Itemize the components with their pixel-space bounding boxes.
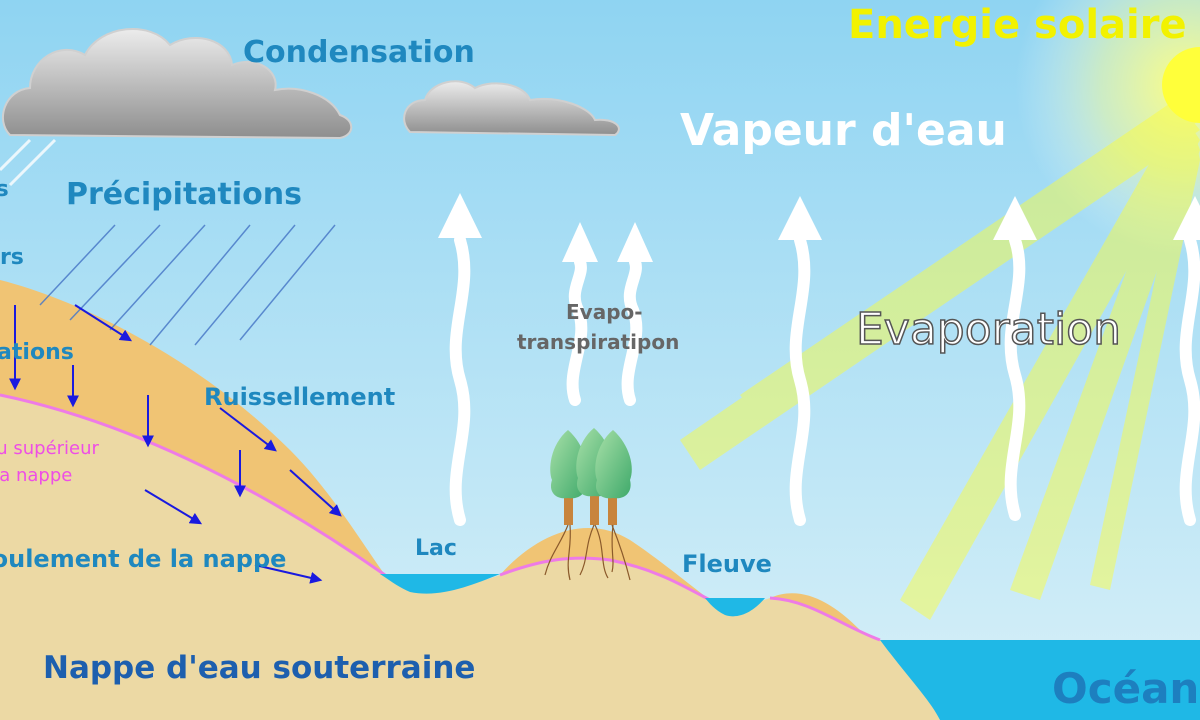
label-nappe-souterraine: Nappe d'eau souterraine: [43, 650, 476, 686]
flow-arrow-icon: [144, 489, 203, 525]
label-nuages: Nuages: [0, 177, 9, 202]
vapor-arrow-icon: [993, 196, 1037, 240]
water-table-line: [0, 393, 881, 642]
vapor-arrow-icon: [617, 222, 653, 262]
label-ocean: Océan: [1052, 664, 1200, 713]
runoff-arrows: [74, 304, 342, 584]
ground: [0, 395, 940, 720]
label-ecoulement-nappe: Écoulement de la nappe: [0, 545, 287, 573]
lake-water: [380, 574, 500, 594]
flow-arrow-icon: [219, 407, 277, 452]
vapor-arrowheads: [438, 193, 1200, 262]
vapor-arrow-icon: [778, 196, 822, 240]
soil-layer: [0, 280, 385, 575]
label-condensation: Condensation: [243, 35, 475, 70]
cloud-icon: [403, 80, 620, 137]
vapor-arrow-icon: [1173, 196, 1200, 240]
tree-icon: [595, 430, 632, 525]
label-precipitations: Précipitations: [66, 177, 302, 212]
sun-glow: [1015, 0, 1200, 255]
label-infiltrations: Infiltrations: [0, 340, 74, 365]
label-evapo-1: Evapo-: [566, 300, 643, 324]
label-niveau-superieur-2: de la nappe: [0, 465, 73, 486]
hill-soil: [500, 527, 710, 600]
flow-arrow-icon: [289, 469, 342, 517]
flow-arrow-icon: [254, 564, 323, 584]
label-evaporation: Evaporation: [855, 303, 1122, 356]
label-niveau-superieur-1: Niveau supérieur: [0, 438, 99, 459]
label-ruissellement: Ruissellement: [204, 383, 396, 411]
rain-white: [0, 138, 57, 187]
river-water: [705, 598, 765, 617]
label-glaciers: Glaciers: [0, 245, 24, 270]
vapor-arrows: [449, 234, 1200, 526]
sun-icon: [1162, 47, 1200, 123]
label-vapeur-eau: Vapeur d'eau: [680, 105, 1007, 156]
label-lac: Lac: [415, 536, 457, 561]
label-evapo-2: transpiratipon: [517, 330, 680, 354]
ocean: [860, 640, 1200, 720]
infiltration-arrows: [9, 305, 246, 498]
rain-blue: [39, 224, 336, 346]
vapor-arrow-icon: [562, 222, 598, 262]
tree-roots: [544, 524, 631, 581]
flow-arrow-icon: [74, 304, 133, 342]
label-fleuve: Fleuve: [682, 550, 772, 578]
cloud-icon: [1, 28, 353, 140]
sun-rays: [680, 100, 1200, 620]
vapor-arrow-icon: [438, 193, 482, 238]
label-energie-solaire: Energie solaire: [848, 2, 1187, 48]
